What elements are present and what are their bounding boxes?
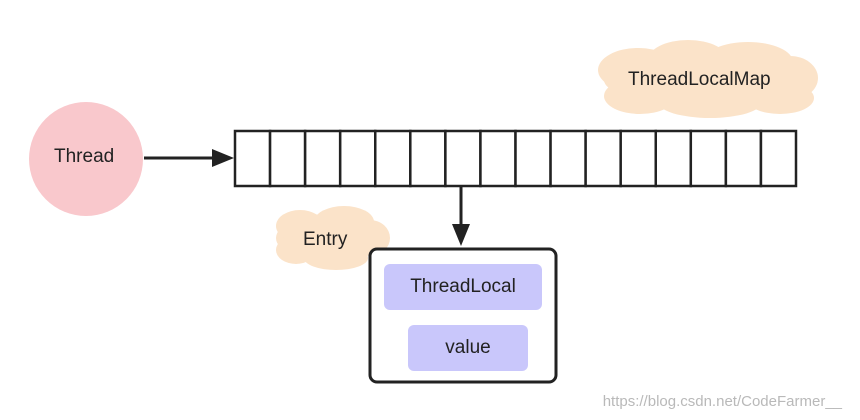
threadlocalmap-label: ThreadLocalMap: [628, 69, 771, 90]
map-array: [233, 129, 798, 188]
map-slot: [338, 129, 377, 188]
map-slot: [374, 129, 412, 188]
map-slot: [654, 129, 693, 188]
map-slot: [233, 129, 272, 188]
threadlocal-key-box: ThreadLocal: [384, 264, 542, 310]
thread-to-map-arrow: [144, 149, 234, 167]
map-slot: [724, 129, 763, 188]
map-slot: [759, 129, 798, 188]
threadlocal-key-label: ThreadLocal: [410, 276, 516, 297]
map-cloud: [598, 40, 818, 118]
map-slot: [619, 129, 658, 188]
entry-cloud: [276, 206, 390, 270]
map-slot: [268, 129, 307, 188]
map-slot: [549, 129, 587, 188]
thread-node: [29, 102, 143, 216]
map-slot: [444, 129, 482, 188]
map-slot: [514, 129, 552, 188]
map-to-entry-arrow: [452, 186, 470, 246]
value-box: value: [408, 325, 528, 371]
thread-label: Thread: [54, 146, 115, 167]
map-slot: [409, 129, 447, 188]
map-slot: [303, 129, 342, 188]
map-slot: [584, 129, 622, 188]
value-label: value: [445, 337, 491, 358]
map-slot: [689, 129, 728, 188]
map-slot: [479, 129, 517, 188]
entry-label: Entry: [303, 229, 348, 250]
watermark: https://blog.csdn.net/CodeFarmer__: [602, 393, 842, 410]
